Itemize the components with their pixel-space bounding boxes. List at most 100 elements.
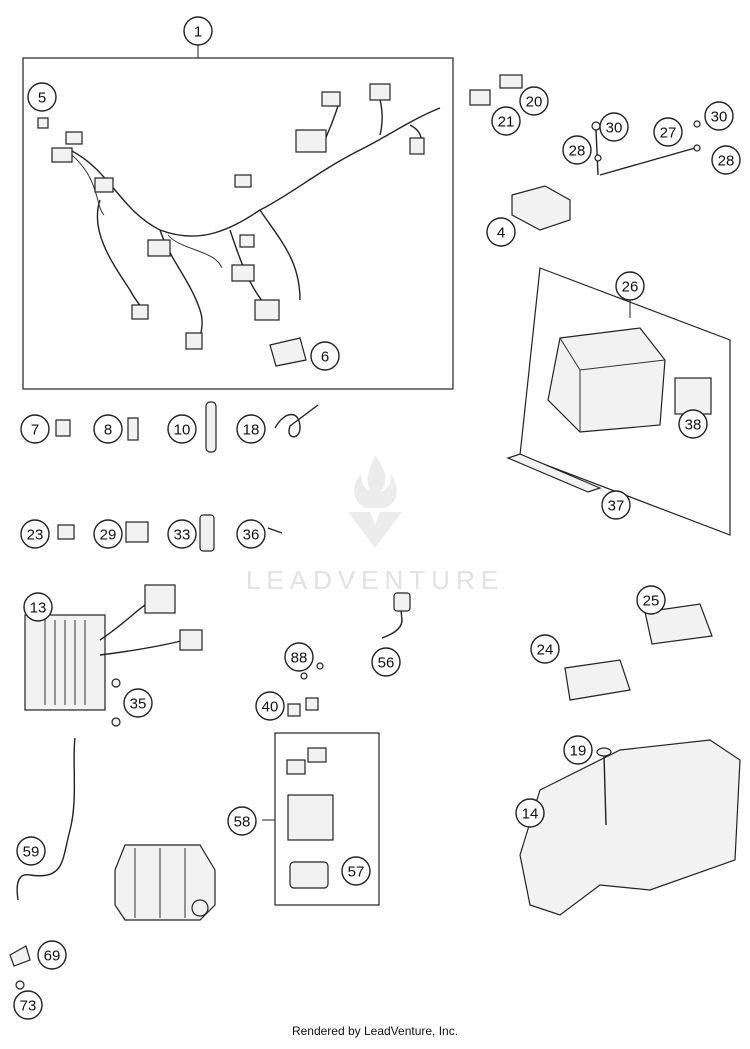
callout-label: 33: [174, 527, 191, 544]
callout-label: 56: [378, 655, 395, 672]
callout-label: 23: [27, 527, 44, 544]
callout-label: 1: [194, 24, 202, 41]
part-33-shape: [199, 514, 215, 552]
callout-label: 6: [321, 349, 329, 366]
callout-5: 5: [27, 82, 57, 112]
callout-58: 58: [227, 806, 257, 836]
callout-28: 28: [711, 145, 741, 175]
callout-7: 7: [20, 414, 50, 444]
callout-label: 24: [537, 642, 554, 659]
wiring-harness-group: [22, 45, 454, 390]
part-4-shape: [511, 185, 571, 231]
part-18-shape: [274, 404, 319, 438]
part-7-shape: [55, 419, 71, 437]
part-59-shape: [16, 737, 76, 901]
part-23-shape: [57, 524, 75, 540]
part-10-shape: [205, 401, 217, 453]
callout-36: 36: [236, 519, 266, 549]
callout-1: 1: [183, 16, 213, 46]
callout-35: 35: [123, 688, 153, 718]
callout-label: 10: [174, 422, 191, 439]
callout-label: 37: [608, 498, 625, 515]
regulator-group: [24, 584, 203, 727]
callout-label: 5: [38, 90, 46, 107]
callout-73: 73: [13, 990, 43, 1020]
callout-38: 38: [678, 409, 708, 439]
part-20-shape: [499, 74, 523, 89]
part-56-shape: [381, 599, 403, 639]
callout-6: 6: [310, 341, 340, 371]
callout-label: 59: [23, 844, 40, 861]
callout-label: 20: [526, 94, 543, 111]
callout-label: 19: [570, 743, 587, 760]
part-6-shape: [269, 337, 307, 367]
part-69-shape: [9, 945, 31, 967]
part-14-shape: [519, 739, 741, 916]
watermark: LEADVENTURE: [245, 565, 505, 595]
footer-credit: Rendered by LeadVenture, Inc.: [291, 1024, 459, 1038]
callout-56: 56: [371, 647, 401, 677]
part-5-shape: [37, 117, 49, 129]
callout-59: 59: [16, 836, 46, 866]
callout-69: 69: [37, 940, 67, 970]
part-73-shape: [15, 980, 25, 990]
callout-30: 30: [704, 101, 734, 131]
callout-27: 27: [653, 117, 683, 147]
callout-label: 35: [130, 696, 147, 713]
callout-40: 40: [255, 691, 285, 721]
callout-label: 88: [291, 650, 308, 667]
relay-group: [262, 732, 380, 906]
callout-57: 57: [341, 856, 371, 886]
callout-23: 23: [20, 519, 50, 549]
part-29-shape: [125, 521, 149, 543]
callout-label: 30: [711, 109, 728, 126]
callout-label: 40: [262, 699, 279, 716]
part-8-shape: [127, 417, 139, 441]
callout-21: 21: [491, 106, 521, 136]
watermark-logo-icon: [340, 450, 410, 555]
callout-label: 27: [660, 125, 677, 142]
bolt-assembly: [591, 120, 701, 176]
callout-label: 18: [243, 422, 260, 439]
part-36-shape: [267, 527, 283, 534]
callout-18: 18: [236, 414, 266, 444]
starter-motor: [114, 844, 216, 921]
callout-88: 88: [284, 642, 314, 672]
battery-group: [506, 267, 731, 536]
callout-13: 13: [23, 592, 53, 622]
callout-33: 33: [167, 519, 197, 549]
callout-10: 10: [167, 414, 197, 444]
callout-label: 25: [643, 593, 660, 610]
callout-20: 20: [519, 86, 549, 116]
callout-26: 26: [615, 271, 645, 301]
callout-30: 30: [599, 112, 629, 142]
callout-label: 28: [569, 143, 586, 160]
callout-label: 29: [100, 527, 117, 544]
callout-label: 8: [104, 422, 112, 439]
callout-28: 28: [562, 135, 592, 165]
callout-8: 8: [93, 414, 123, 444]
callout-label: 69: [44, 948, 61, 965]
part-24-shape: [564, 659, 631, 701]
callout-24: 24: [530, 634, 560, 664]
callout-label: 57: [348, 864, 365, 881]
callout-label: 26: [622, 279, 639, 296]
callout-label: 4: [497, 225, 505, 242]
callout-label: 21: [498, 114, 515, 131]
part-21-shape: [469, 89, 491, 106]
callout-label: 38: [685, 417, 702, 434]
callout-label: 36: [243, 527, 260, 544]
callout-label: 28: [718, 153, 735, 170]
callout-37: 37: [601, 490, 631, 520]
callout-14: 14: [515, 798, 545, 828]
callout-4: 4: [486, 217, 516, 247]
callout-label: 13: [30, 600, 47, 617]
callout-label: 30: [606, 120, 623, 137]
part-19-shape: [603, 754, 607, 826]
callout-label: 58: [234, 814, 251, 831]
callout-label: 73: [20, 998, 37, 1015]
callout-label: 14: [522, 806, 539, 823]
callout-19: 19: [563, 735, 593, 765]
